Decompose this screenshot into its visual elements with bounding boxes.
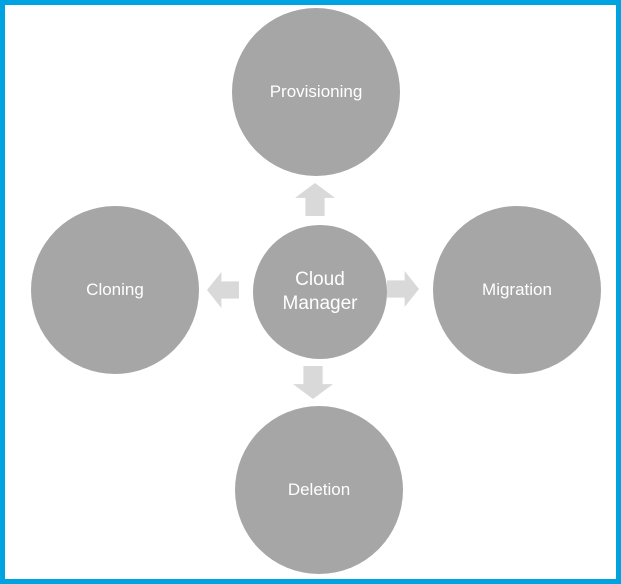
node-provisioning: Provisioning: [232, 8, 400, 176]
arrow-left-icon: [207, 272, 239, 308]
cloud-manager-line1: Cloud: [295, 269, 345, 291]
node-cloud-manager-label: Cloud Manager: [283, 268, 358, 316]
node-migration-label: Migration: [482, 280, 552, 300]
arrow-right-icon: [387, 271, 419, 307]
node-deletion: Deletion: [235, 406, 403, 574]
node-cloud-manager: Cloud Manager: [253, 225, 387, 359]
node-provisioning-label: Provisioning: [269, 82, 363, 102]
node-migration: Migration: [433, 206, 601, 374]
cloud-manager-line2: Manager: [282, 293, 358, 314]
node-deletion-label: Deletion: [287, 480, 351, 500]
node-cloning: Cloning: [31, 206, 199, 374]
node-cloning-label: Cloning: [86, 280, 144, 300]
arrow-up-icon: [295, 183, 335, 216]
arrow-down-icon: [293, 366, 333, 399]
